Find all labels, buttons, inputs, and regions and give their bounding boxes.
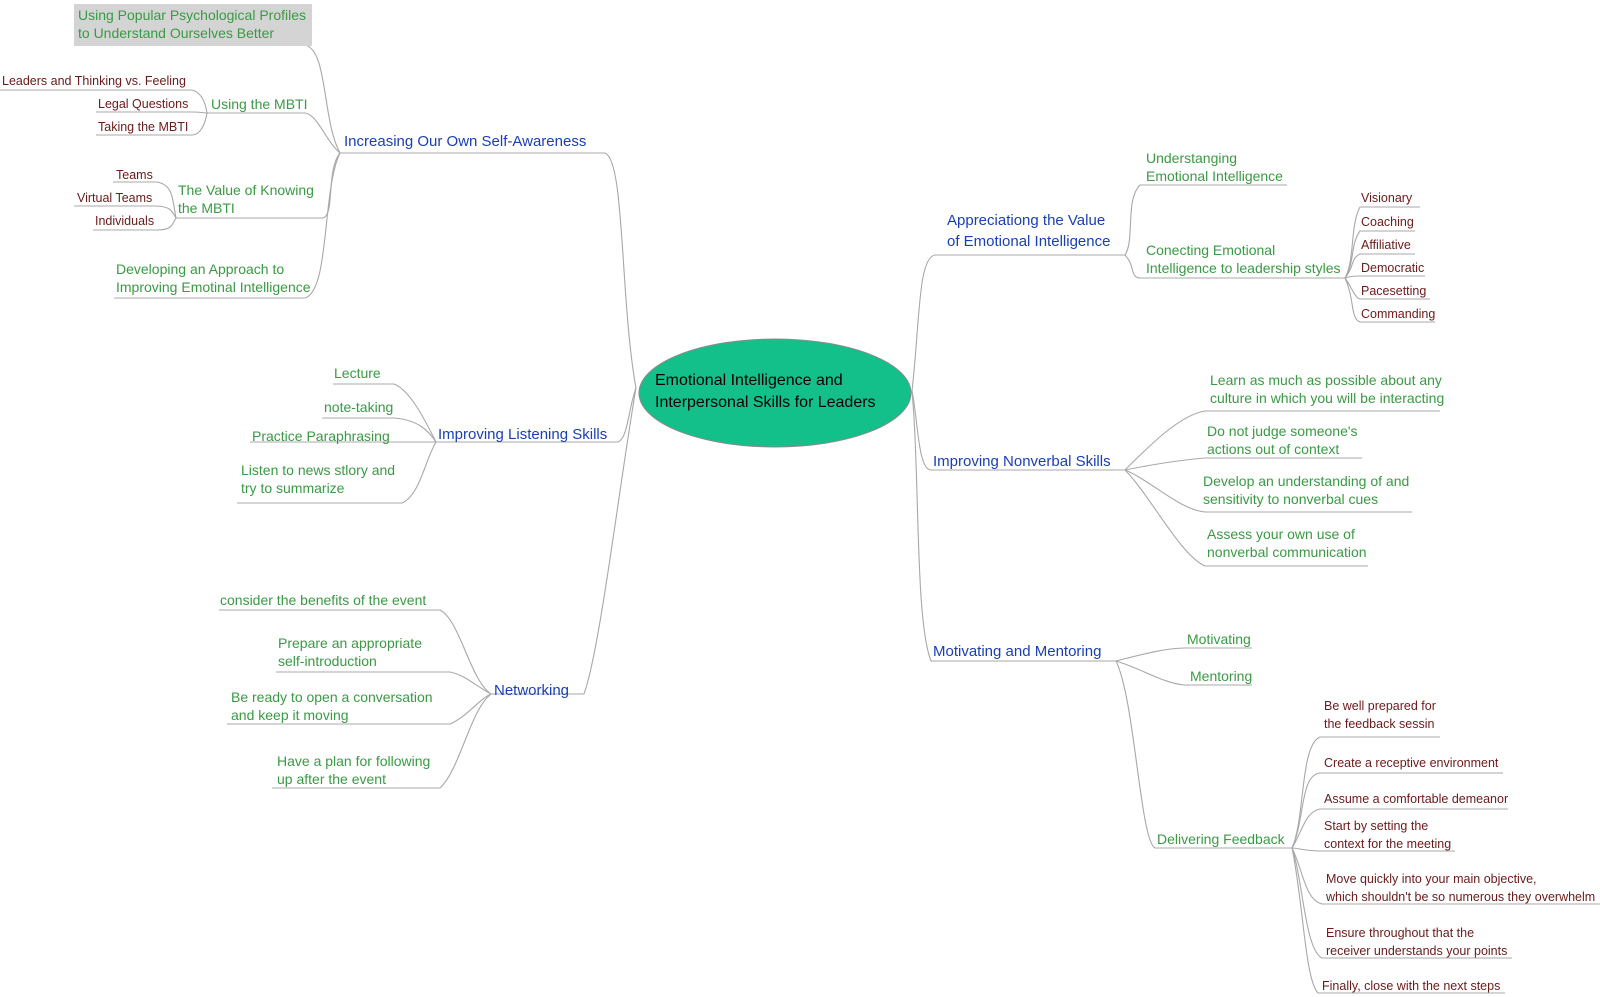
- leaf-individuals[interactable]: Individuals: [95, 214, 155, 228]
- subtopic-prepare-introduction[interactable]: Prepare an appropriate self-introduction: [278, 634, 422, 670]
- central-topic[interactable]: Emotional Intelligence and Interpersonal…: [655, 370, 876, 414]
- subtopic-lecture[interactable]: Lecture: [334, 365, 381, 381]
- subtopic-develop-understanding-line-2: sensitivity to nonverbal cues: [1203, 491, 1379, 507]
- subtopic-develop-understanding[interactable]: Develop an understanding of and sensitiv…: [1203, 472, 1409, 508]
- subtopic-note-taking[interactable]: note-taking: [324, 399, 394, 415]
- subtopic-connecting-ei[interactable]: Conecting Emotional Intelligence to lead…: [1146, 241, 1341, 277]
- leaf-setting-context-line-2: context for the meeting: [1324, 837, 1452, 851]
- subtopic-learn-culture-line-2: culture in which you will be interacting: [1210, 390, 1445, 406]
- leaf-main-objective[interactable]: Move quickly into your main objective, w…: [1326, 870, 1595, 906]
- topic-networking[interactable]: Networking: [494, 682, 570, 699]
- subtopic-value-of-mbti-line-2: the MBTI: [178, 200, 235, 216]
- leaf-close-next-steps[interactable]: Finally, close with the next steps: [1322, 979, 1501, 993]
- central-topic-shape[interactable]: [638, 338, 912, 448]
- subtopic-prepare-introduction-line-1: Prepare an appropriate: [278, 635, 422, 651]
- subtopic-plan-follow-up-line-1: Have a plan for following: [277, 753, 431, 769]
- leaf-comfortable-demeanor[interactable]: Assume a comfortable demeanor: [1324, 792, 1509, 806]
- central-topic-line-1: Emotional Intelligence and: [655, 372, 843, 389]
- subtopic-developing-approach[interactable]: Developing an Approach to Improving Emot…: [116, 260, 311, 296]
- topic-nonverbal-skills[interactable]: Improving Nonverbal Skills: [933, 453, 1111, 470]
- subtopic-psychological-profiles-line-2: to Understand Ourselves Better: [78, 25, 275, 41]
- topic-appreciating-value-line-1: Appreciationg the Value: [947, 212, 1106, 229]
- leaf-pacesetting[interactable]: Pacesetting: [1361, 284, 1427, 298]
- subtopic-open-conversation-line-2: and keep it moving: [231, 707, 349, 723]
- subtopic-value-of-mbti-line-1: The Value of Knowing: [178, 182, 314, 198]
- subtopic-mentoring[interactable]: Mentoring: [1190, 668, 1253, 684]
- subtopic-do-not-judge-line-1: Do not judge someone's: [1207, 423, 1358, 439]
- subtopic-practice-paraphrasing[interactable]: Practice Paraphrasing: [252, 428, 390, 444]
- leaf-main-objective-line-2: which shouldn't be so numerous they over…: [1326, 890, 1596, 904]
- subtopic-assess-own-use[interactable]: Assess your own use of nonverbal communi…: [1207, 525, 1367, 561]
- subtopic-developing-approach-line-1: Developing an Approach to: [116, 261, 285, 277]
- subtopic-develop-understanding-line-1: Develop an understanding of and: [1203, 473, 1410, 489]
- subtopic-prepare-introduction-line-2: self-introduction: [278, 653, 377, 669]
- subtopic-open-conversation[interactable]: Be ready to open a conversation and keep…: [231, 688, 433, 724]
- subtopic-psychological-profiles[interactable]: Using Popular Psychological Profiles to …: [74, 4, 312, 46]
- subtopic-motivating[interactable]: Motivating: [1187, 631, 1251, 647]
- leaf-affiliative[interactable]: Affiliative: [1361, 238, 1411, 252]
- topic-listening-skills[interactable]: Improving Listening Skills: [438, 426, 608, 443]
- leaf-main-objective-line-1: Move quickly into your main objective,: [1326, 872, 1537, 886]
- subtopic-connecting-ei-line-1: Conecting Emotional: [1146, 242, 1276, 258]
- subtopic-listen-to-news[interactable]: Listen to news stlory and try to summari…: [241, 461, 395, 497]
- subtopic-value-of-mbti[interactable]: The Value of Knowing the MBTI: [178, 181, 314, 217]
- leaf-teams[interactable]: Teams: [116, 168, 153, 182]
- subtopic-consider-benefits[interactable]: consider the benefits of the event: [220, 592, 427, 608]
- subtopic-understanding-ei-line-2: Emotional Intelligence: [1146, 168, 1283, 184]
- leaf-receptive-environment[interactable]: Create a receptive environment: [1324, 756, 1499, 770]
- subtopic-understanding-ei-line-1: Understanging: [1146, 150, 1238, 166]
- leaf-legal-questions[interactable]: Legal Questions: [98, 97, 189, 111]
- subtopic-psychological-profiles-line-1: Using Popular Psychological Profiles: [78, 7, 306, 23]
- leaf-ensure-understanding-line-1: Ensure throughout that the: [1326, 926, 1475, 940]
- subtopic-learn-culture[interactable]: Learn as much as possible about any cult…: [1210, 371, 1444, 407]
- leaf-setting-context-line-1: Start by setting the: [1324, 819, 1429, 833]
- leaf-democratic[interactable]: Democratic: [1361, 261, 1425, 275]
- subtopic-plan-follow-up-line-2: up after the event: [277, 771, 386, 787]
- subtopic-do-not-judge-line-2: actions out of context: [1207, 441, 1340, 457]
- subtopic-using-mbti[interactable]: Using the MBTI: [211, 96, 308, 112]
- leaf-leaders-thinking-feeling[interactable]: Leaders and Thinking vs. Feeling: [2, 74, 186, 88]
- leaf-ensure-understanding-line-2: receiver understands your points: [1326, 944, 1508, 958]
- subtopic-assess-own-use-line-2: nonverbal communication: [1207, 544, 1367, 560]
- subtopic-listen-to-news-line-2: try to summarize: [241, 480, 345, 496]
- subtopic-learn-culture-line-1: Learn as much as possible about any: [1210, 372, 1442, 388]
- leaf-coaching[interactable]: Coaching: [1361, 215, 1414, 229]
- subtopic-plan-follow-up[interactable]: Have a plan for following up after the e…: [277, 752, 430, 788]
- topic-appreciating-value-line-2: of Emotional Intelligence: [947, 233, 1111, 250]
- leaf-commanding[interactable]: Commanding: [1361, 307, 1436, 321]
- subtopic-listen-to-news-line-1: Listen to news stlory and: [241, 462, 396, 478]
- leaf-virtual-teams[interactable]: Virtual Teams: [77, 191, 153, 205]
- topic-self-awareness[interactable]: Increasing Our Own Self-Awareness: [344, 133, 587, 150]
- subtopic-delivering-feedback[interactable]: Delivering Feedback: [1157, 831, 1285, 847]
- central-topic-line-2: Interpersonal Skills for Leaders: [655, 394, 876, 411]
- subtopic-assess-own-use-line-1: Assess your own use of: [1207, 526, 1355, 542]
- leaf-be-well-prepared[interactable]: Be well prepared for the feedback sessin: [1324, 697, 1436, 733]
- leaf-setting-context[interactable]: Start by setting the context for the mee…: [1324, 817, 1451, 853]
- subtopic-understanding-ei[interactable]: Understanging Emotional Intelligence: [1146, 149, 1283, 185]
- leaf-be-well-prepared-line-2: the feedback sessin: [1324, 717, 1435, 731]
- subtopic-open-conversation-line-1: Be ready to open a conversation: [231, 689, 433, 705]
- subtopic-do-not-judge[interactable]: Do not judge someone's actions out of co…: [1207, 422, 1358, 458]
- subtopic-connecting-ei-line-2: Intelligence to leadership styles: [1146, 260, 1341, 276]
- leaf-be-well-prepared-line-1: Be well prepared for: [1324, 699, 1436, 713]
- topic-appreciating-value[interactable]: Appreciationg the Value of Emotional Int…: [947, 210, 1110, 252]
- leaf-ensure-understanding[interactable]: Ensure throughout that the receiver unde…: [1326, 924, 1507, 960]
- subtopic-developing-approach-line-2: Improving Emotinal Intelligence: [116, 279, 311, 295]
- topic-motivating-mentoring[interactable]: Motivating and Mentoring: [933, 643, 1102, 660]
- leaf-taking-mbti[interactable]: Taking the MBTI: [98, 120, 189, 134]
- leaf-visionary[interactable]: Visionary: [1361, 191, 1413, 205]
